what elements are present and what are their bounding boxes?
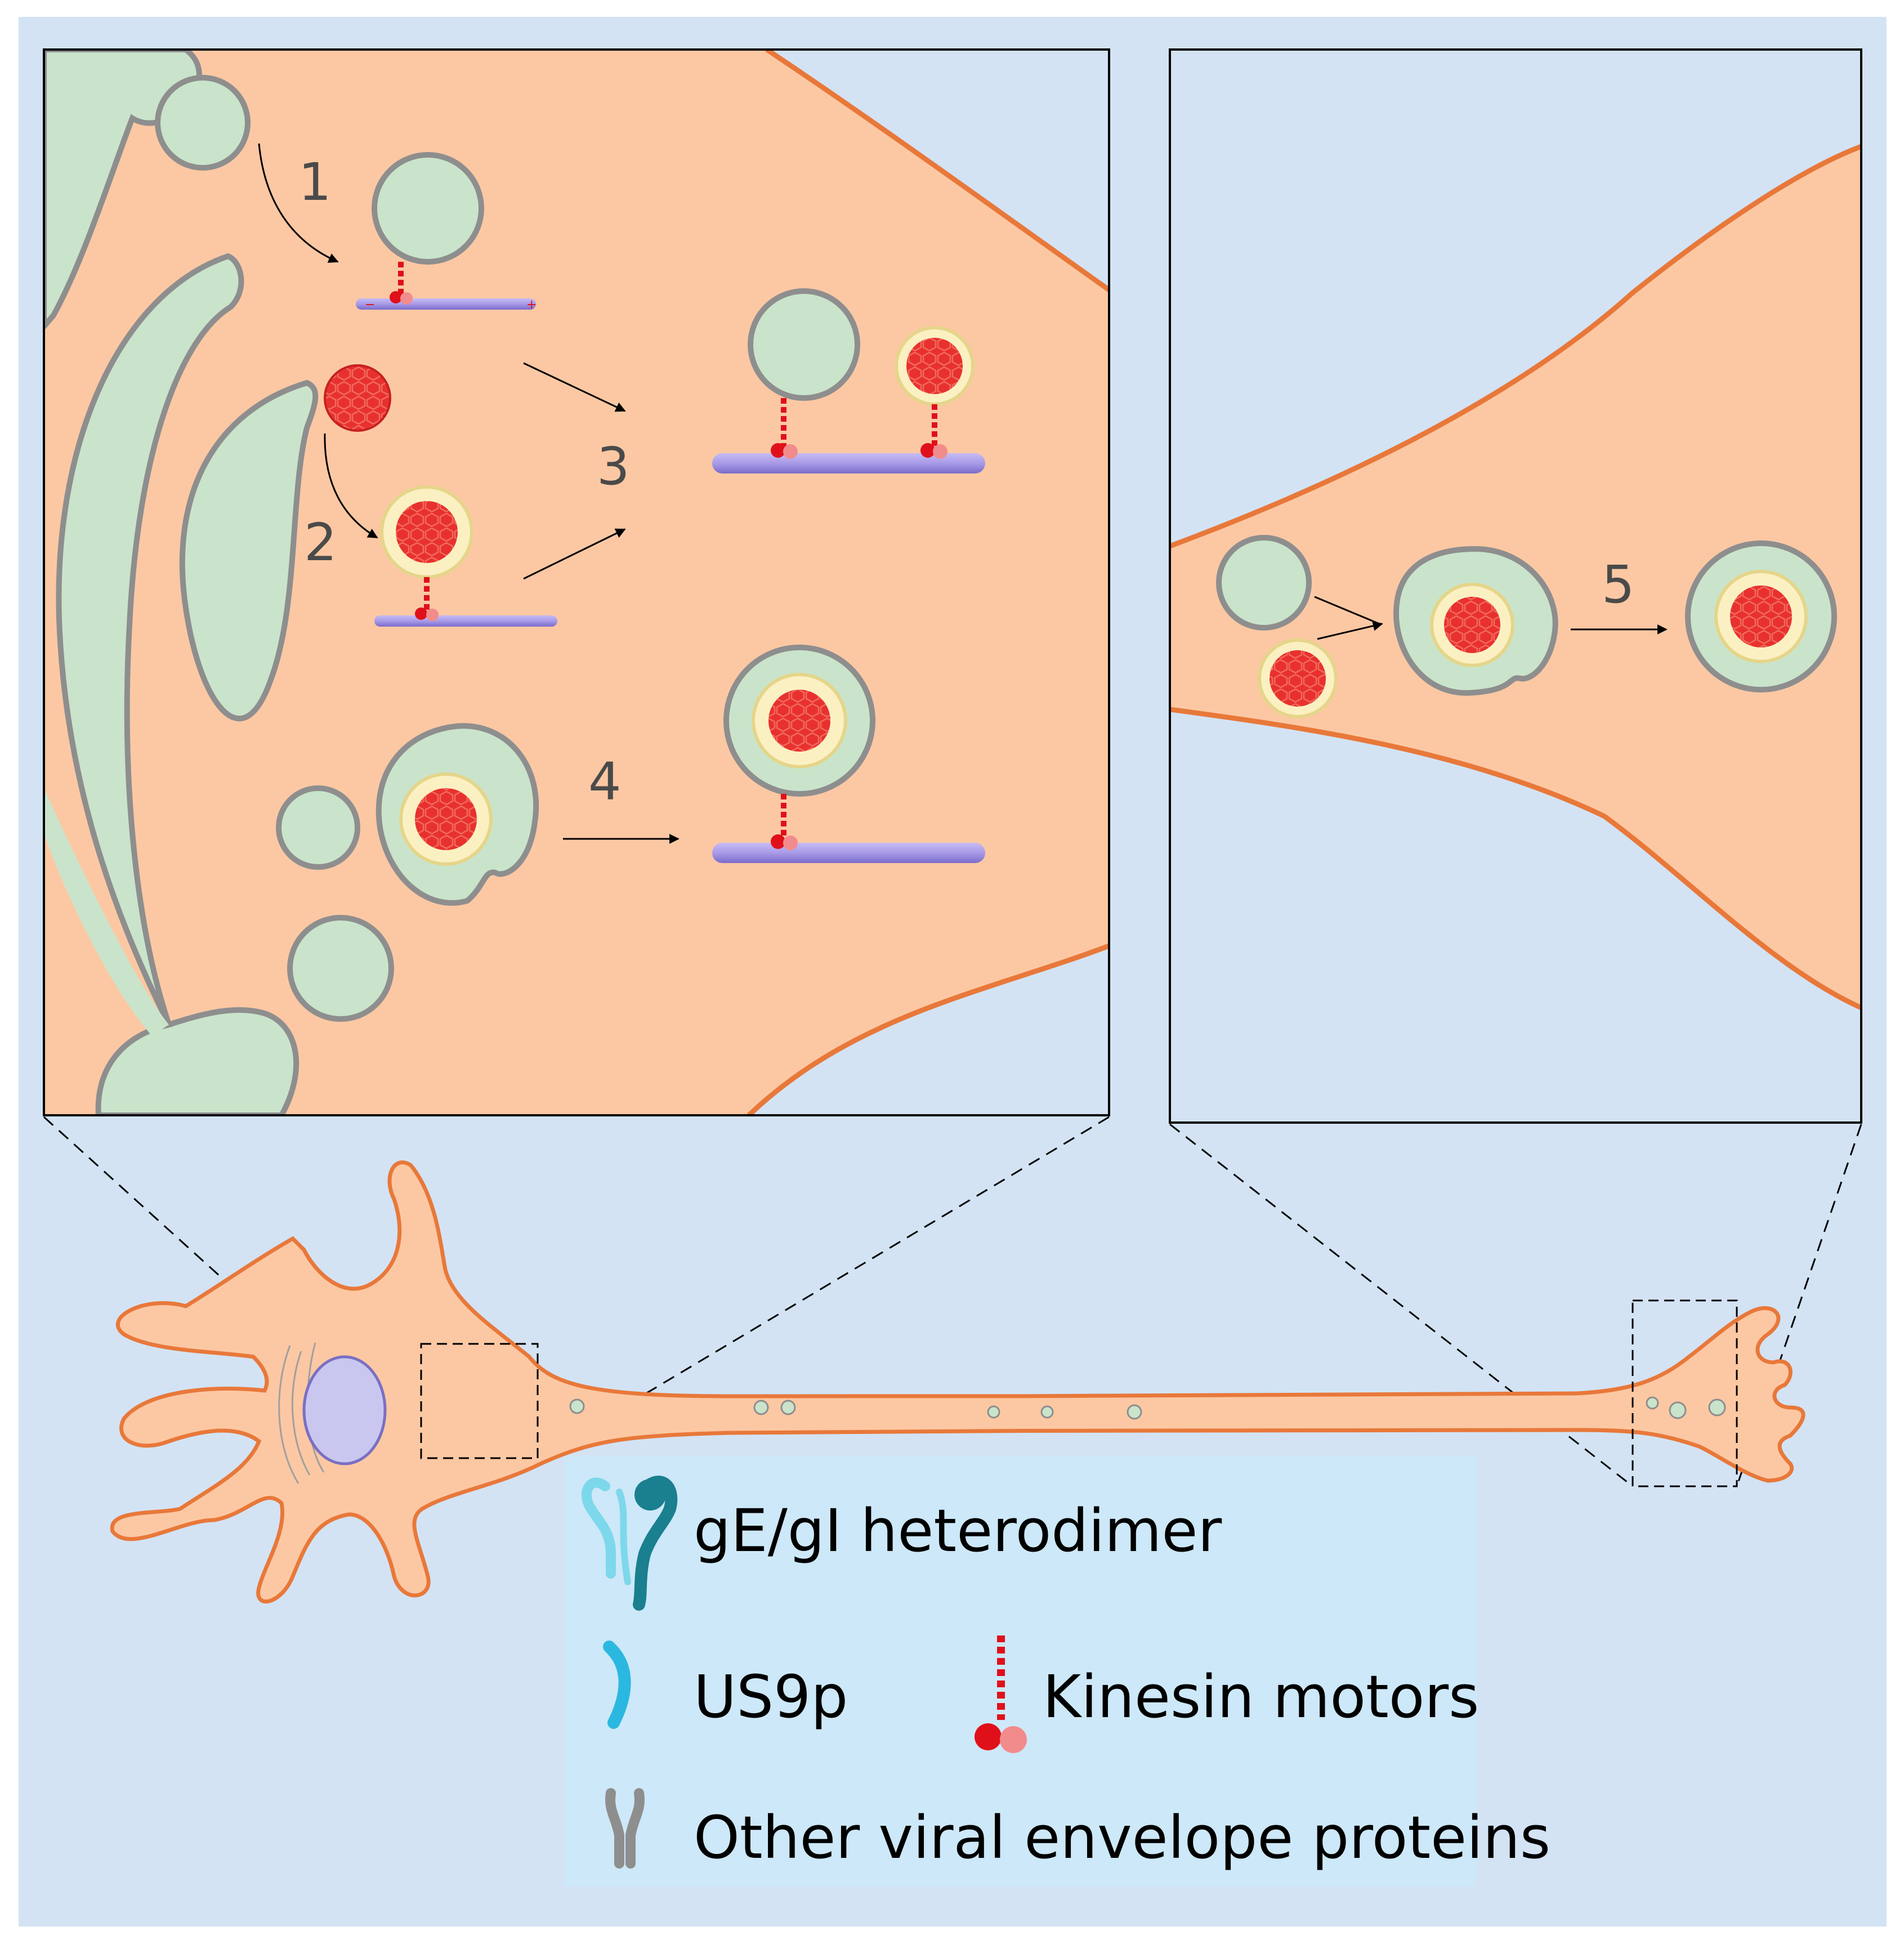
neuron-outline (110, 1160, 1805, 1604)
small-vesicle (276, 785, 360, 870)
free-capsid-step-2 (324, 364, 391, 432)
us9p-icon (603, 1641, 631, 1729)
arrow-step-3b (523, 528, 626, 580)
right-zoom-panel: 5 (1170, 50, 1861, 1123)
arrow-step-1 (258, 143, 339, 263)
plasma-membrane-top (765, 50, 1109, 292)
golgi-cisterna-large (56, 253, 300, 1115)
transport-vesicle-low (287, 915, 394, 1022)
microtubule-1 (356, 298, 536, 310)
arrow-step-5a (1314, 596, 1380, 625)
svg-text:−: − (365, 298, 375, 312)
arrow-step-5b (1317, 620, 1383, 640)
arrow-step-2 (324, 433, 378, 539)
envelope-protein-icon (605, 1788, 645, 1869)
step-4-label: 4 (588, 752, 622, 812)
legend: gE/gI heterodimer US9p Kinesin motors Ot… (565, 1456, 1550, 1887)
axon-membrane-lower (1170, 707, 1861, 1011)
legend-envelope-label: Other viral envelope proteins (694, 1803, 1550, 1872)
legend-box (565, 1456, 1477, 1887)
terminal-zoom-box (1632, 1299, 1738, 1487)
step-2-label: 2 (304, 512, 337, 573)
axon-membrane-upper (1170, 144, 1861, 549)
legend-kinesin-label: Kinesin motors (1043, 1663, 1479, 1731)
golgi-cisterna-bottom-left (44, 788, 169, 1036)
left-panel-frame (43, 48, 1110, 1116)
axon-transport-particles (569, 1396, 1726, 1420)
arrow-step-3a (523, 362, 626, 412)
microtubule-4 (712, 843, 985, 863)
heterodimer-icon (581, 1476, 678, 1611)
vesicle-step-3 (748, 288, 860, 401)
plasma-membrane-bottom (747, 943, 1109, 1115)
legend-us9p-label: US9p (694, 1663, 848, 1731)
vesicle-step-1 (372, 152, 484, 265)
legend-gE-gI-label: gE/gI heterodimer (694, 1496, 1222, 1565)
nucleus (302, 1355, 387, 1465)
right-panel-frame (1169, 48, 1862, 1124)
microtubule-3 (712, 453, 985, 473)
kinesin-icon (975, 1635, 1027, 1753)
left-zoom-panel: − + 1 (44, 50, 1109, 1115)
step-1-label: 1 (298, 152, 332, 212)
microtubule-2 (374, 615, 557, 627)
step-5-label: 5 (1602, 555, 1635, 615)
step-3-label: 3 (597, 436, 630, 497)
golgi-cisterna-middle (179, 379, 319, 722)
cell-body-zoom-box (420, 1343, 539, 1459)
vesicle-step-5-input (1216, 535, 1312, 631)
svg-text:+: + (526, 298, 537, 312)
budding-vesicle (155, 75, 251, 171)
